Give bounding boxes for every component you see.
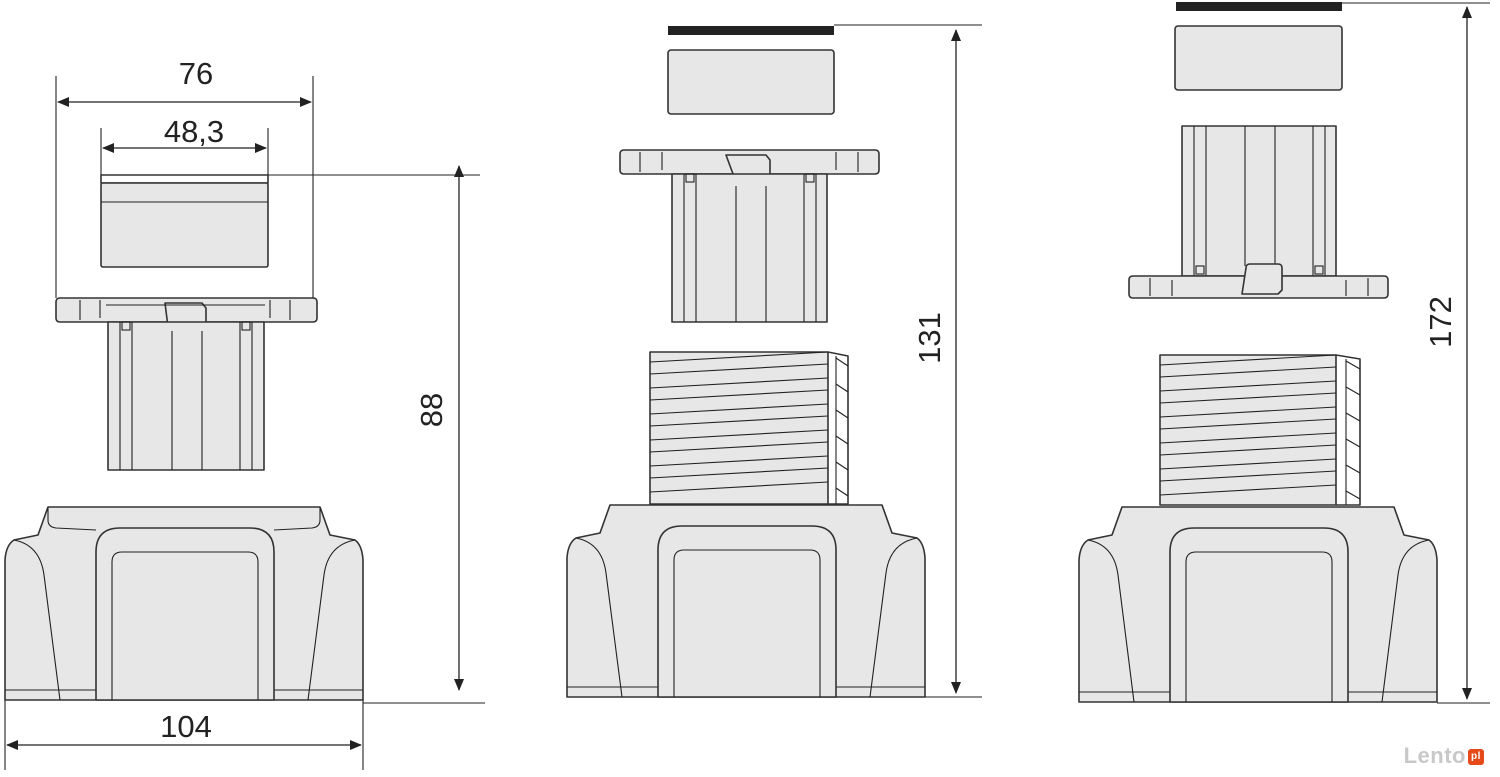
figure-mid-height: 131 (566, 24, 982, 698)
base (1078, 506, 1438, 703)
stem (671, 173, 828, 323)
height-mid-label: 131 (912, 312, 947, 364)
figure-max-height: 172 (1078, 2, 1490, 704)
threaded-spindle (1159, 354, 1361, 506)
pad-block (100, 182, 269, 268)
watermark-text: Lento (1403, 743, 1466, 768)
height-min-label: 88 (414, 393, 449, 427)
threaded-spindle (649, 351, 849, 505)
watermark-badge: pl (1468, 749, 1484, 766)
stem (107, 321, 265, 471)
pad-top-strip (668, 26, 834, 35)
height-max-label: 172 (1423, 296, 1458, 348)
pad-top-strip (100, 174, 269, 184)
inner-width-label: 48,3 (164, 114, 224, 149)
flange (1128, 263, 1389, 299)
pad-top-strip (1176, 2, 1342, 11)
outer-width-label: 76 (179, 56, 213, 91)
pad-block (1174, 25, 1343, 91)
base-width-label: 104 (160, 709, 212, 744)
stem (1181, 125, 1337, 277)
pad-block (667, 49, 835, 115)
base (4, 506, 364, 701)
figure-min-height: 76 48,3 88 104 (4, 56, 485, 770)
base (566, 504, 926, 698)
